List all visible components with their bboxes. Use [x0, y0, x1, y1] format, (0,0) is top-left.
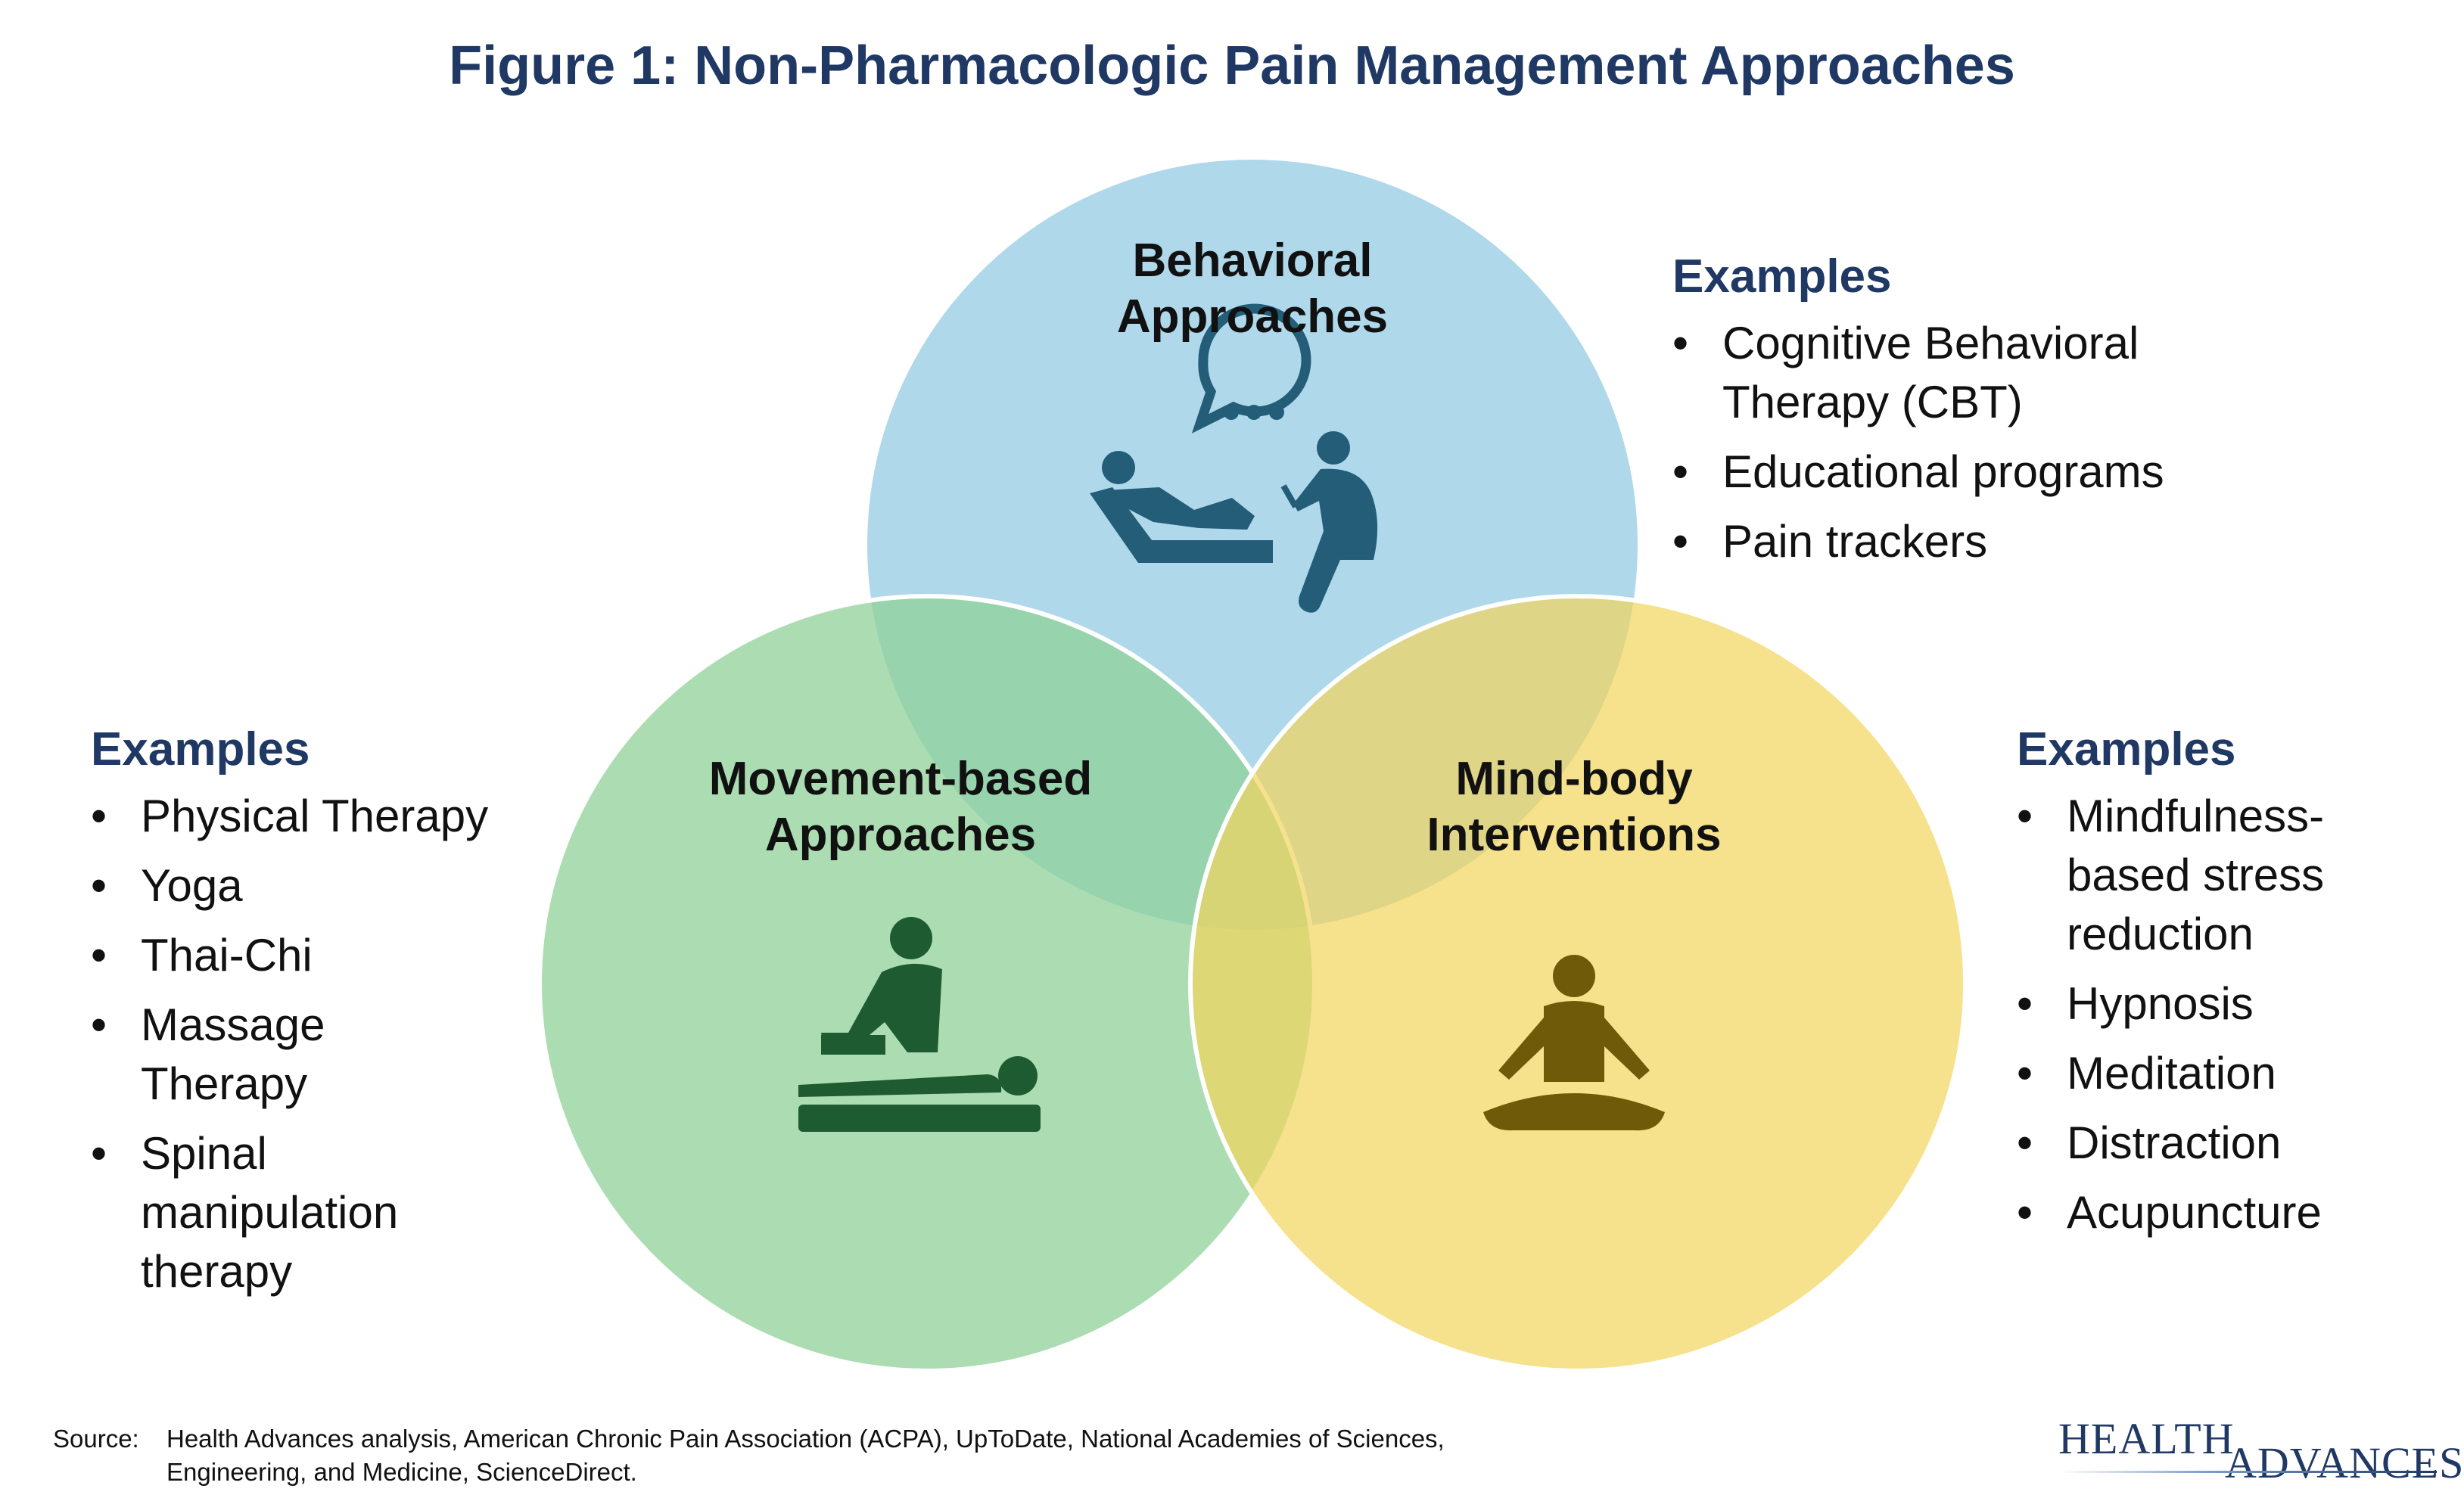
- logo-word-health: HEALTH: [2058, 1414, 2235, 1463]
- behavioral-examples-heading: Examples: [1672, 250, 1892, 303]
- list-item: Physical Therapy: [91, 787, 545, 846]
- list-item: Educational programs: [1672, 443, 2248, 502]
- list-item: Thai-Chi: [91, 926, 545, 985]
- mindbody-label-line1: Mind-body: [1455, 753, 1693, 805]
- movement-label-line1: Movement-based: [708, 753, 1093, 805]
- behavioral-label: Behavioral Approaches: [1101, 233, 1404, 345]
- source-line1: Health Advances analysis, American Chron…: [166, 1425, 1445, 1453]
- list-item: Spinal manipulation therapy: [91, 1124, 459, 1301]
- massage-therapy-icon: [798, 917, 1041, 1132]
- logo-rule: [2058, 1471, 2437, 1473]
- figure-title: Figure 1: Non-Pharmacologic Pain Managem…: [449, 36, 2015, 96]
- list-item: Hypnosis: [2017, 974, 2410, 1033]
- behavioral-label-line1: Behavioral: [1132, 235, 1373, 287]
- movement-label: Movement-based Approaches: [666, 751, 1135, 863]
- list-item: Yoga: [91, 856, 545, 915]
- mindbody-examples-heading: Examples: [2017, 723, 2236, 775]
- logo-word-advances: ADVANCES: [2225, 1438, 2464, 1487]
- source-note: Source: Health Advances analysis, America…: [53, 1422, 1445, 1489]
- list-item: Mindfulness-based stress reduction: [2017, 787, 2369, 964]
- movement-label-line2: Approaches: [764, 809, 1037, 861]
- behavioral-examples: Examples Cognitive Behavioral Therapy (C…: [1672, 250, 2248, 582]
- meditation-icon: [1483, 955, 1665, 1131]
- health-advances-logo: HEALTH ADVANCES: [2058, 1413, 2463, 1487]
- source-label: Source:: [53, 1425, 139, 1453]
- list-item: Acupuncture: [2017, 1183, 2410, 1242]
- mindbody-label: Mind-body Interventions: [1385, 751, 1763, 863]
- list-item: Massage Therapy: [91, 996, 413, 1114]
- mindbody-label-line2: Interventions: [1426, 809, 1722, 861]
- list-item: Pain trackers: [1672, 512, 2248, 571]
- list-item: Meditation: [2017, 1044, 2410, 1103]
- therapy-session-icon: [1090, 303, 1378, 613]
- list-item: Distraction: [2017, 1114, 2410, 1173]
- source-line2: Engineering, and Medicine, ScienceDirect…: [166, 1458, 637, 1486]
- list-item: Cognitive Behavioral Therapy (CBT): [1672, 314, 2248, 432]
- movement-examples: Examples Physical Therapy Yoga Thai-Chi …: [91, 723, 545, 1312]
- movement-examples-heading: Examples: [91, 723, 310, 775]
- behavioral-label-line2: Approaches: [1116, 291, 1389, 343]
- mindbody-examples: Examples Mindfulness-based stress reduct…: [2017, 723, 2410, 1253]
